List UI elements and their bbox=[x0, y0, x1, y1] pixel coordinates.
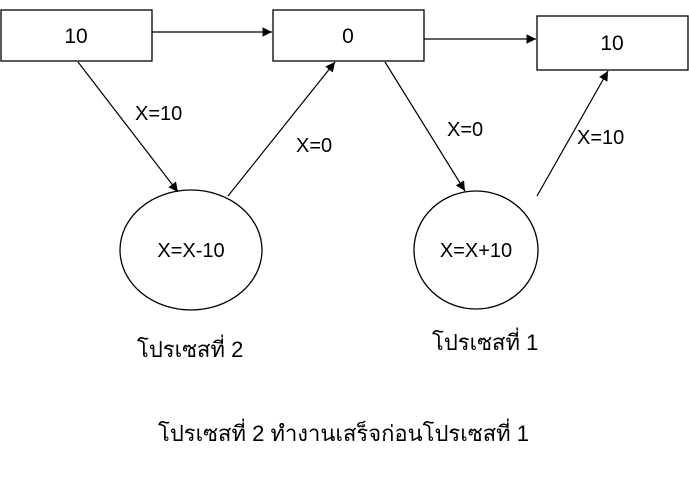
process-2-node: X=X-10 bbox=[119, 189, 263, 311]
process-2-caption: โปรเซสที่ 2 bbox=[137, 334, 243, 362]
edge-label-middle-to-process-1: X=0 bbox=[447, 119, 483, 141]
process-1-caption: โปรเซสที่ 1 bbox=[432, 327, 538, 355]
footer-note: โปรเซสที่ 2 ทำงานเสร็จก่อนโปรเซสที่ 1 bbox=[158, 418, 529, 446]
value-box-left: 10 bbox=[0, 9, 153, 62]
arrow-process-1-to-right bbox=[536, 70, 609, 197]
value-box-right-frame bbox=[536, 15, 689, 71]
value-box-middle: 0 bbox=[272, 9, 425, 62]
edge-label-process-2-to-middle: X=0 bbox=[296, 135, 332, 157]
process-1-ellipse bbox=[413, 190, 539, 310]
value-box-right-text: 10 bbox=[600, 32, 623, 55]
process-1-operation: X=X+10 bbox=[440, 240, 512, 262]
edge-label-process-1-to-right: X=10 bbox=[577, 127, 624, 149]
value-box-middle-text: 0 bbox=[342, 25, 354, 48]
value-box-left-frame bbox=[0, 9, 153, 62]
process-1-node: X=X+10 bbox=[413, 190, 539, 310]
process-2-ellipse bbox=[119, 189, 263, 311]
edge-label-left-to-process-2: X=10 bbox=[135, 103, 182, 125]
value-box-left-text: 10 bbox=[64, 25, 87, 48]
arrow-process-2-to-middle bbox=[227, 61, 336, 197]
process-2-operation: X=X-10 bbox=[157, 240, 224, 262]
arrow-left-to-process-2 bbox=[77, 61, 179, 193]
arrow-middle-to-process-1 bbox=[384, 61, 466, 192]
value-box-middle-frame bbox=[272, 9, 425, 62]
value-box-right: 10 bbox=[536, 15, 689, 71]
